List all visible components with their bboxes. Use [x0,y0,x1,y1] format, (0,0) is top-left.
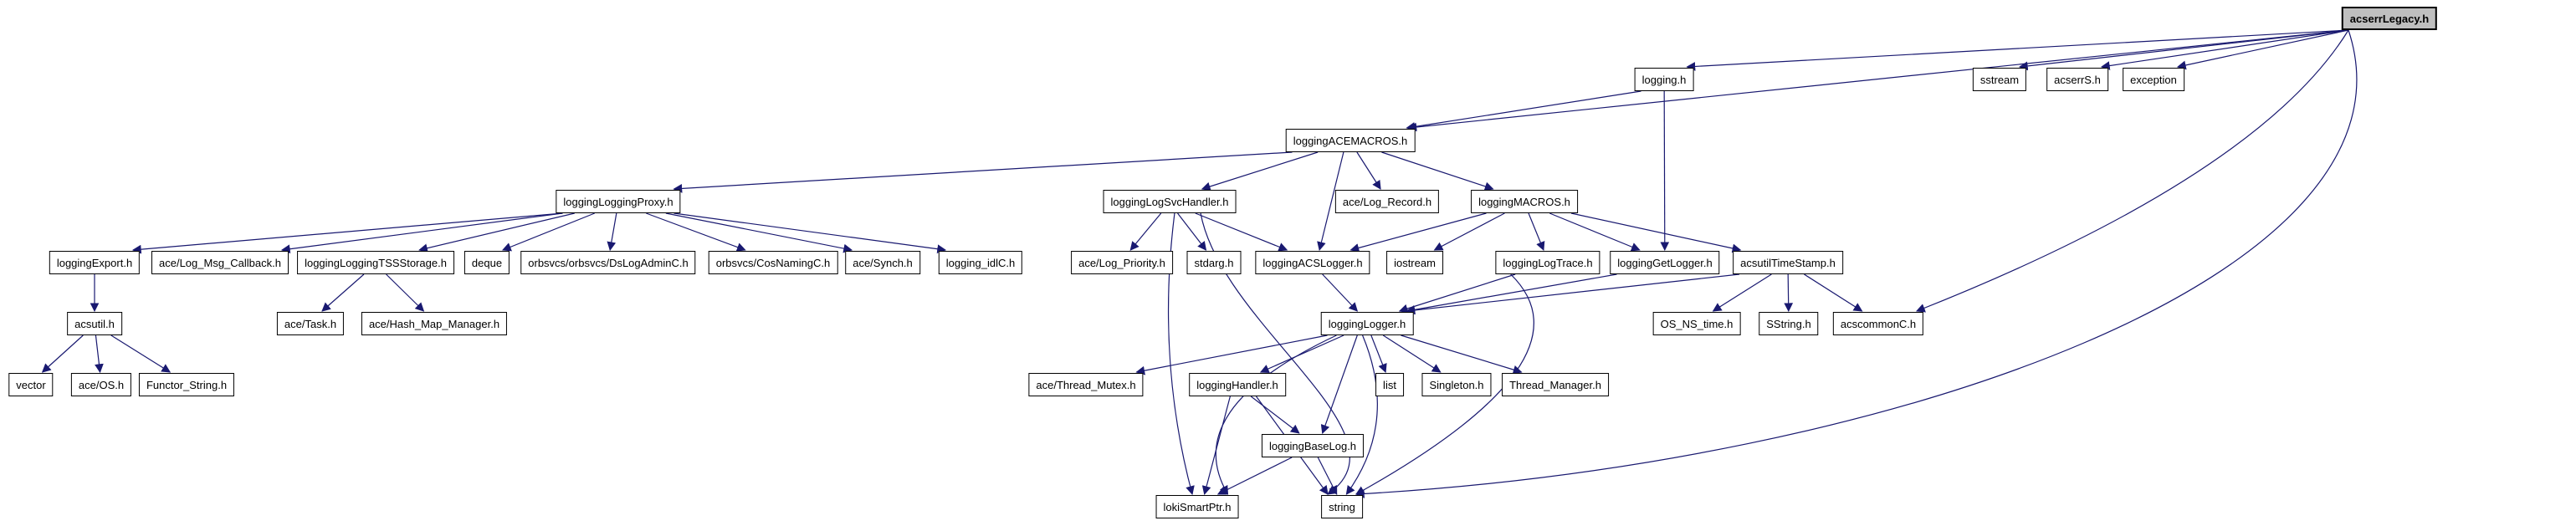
graph-node-loggingLogTrace[interactable]: loggingLogTrace.h [1495,251,1600,274]
graph-node-aceLogMsgCallback[interactable]: ace/Log_Msg_Callback.h [151,251,289,274]
graph-node-cosNamingC[interactable]: orbsvcs/CosNamingC.h [708,251,838,274]
graph-node-loggingMACROS[interactable]: loggingMACROS.h [1471,190,1578,213]
include-edge-loggingACEMACROS-loggingLogSvcHandler [1201,151,1319,191]
include-edge-loggingLoggingTSSStorage-aceHashMapManager [386,273,425,312]
graph-node-lokiSmartPtr[interactable]: lokiSmartPtr.h [1155,495,1239,518]
include-edge-loggingACEMACROS-loggingACSLogger [1317,151,1344,252]
include-edge-loggingLoggingProxy-deque [501,212,595,252]
include-edge-loggingLogger-list [1370,334,1387,374]
graph-node-singleton[interactable]: Singleton.h [1421,373,1492,396]
include-edge-logging-loggingACEMACROS [1406,90,1641,131]
include-edge-loggingHandler-lokiSmartPtr [1201,396,1231,496]
include-edge-acserrLegacy-loggingACEMACROS [1407,29,2349,132]
include-edge-acsutilTimeStamp-osNsTime [1712,273,1772,312]
graph-node-logging[interactable]: logging.h [1634,68,1694,91]
include-edge-loggingMACROS-acsutilTimeStamp [1570,212,1742,253]
include-edge-acsutil-vector [41,334,84,373]
graph-node-loggingACSLogger[interactable]: loggingACSLogger.h [1255,251,1370,274]
include-edge-loggingMACROS-loggingGetLogger [1549,212,1641,252]
include-edge-loggingBaseLog-lokiSmartPtr [1216,457,1293,495]
include-edge-acserrLegacy-acscommonC [1915,29,2349,313]
graph-node-aceSynch[interactable]: ace/Synch.h [845,251,920,274]
include-edge-loggingACEMACROS-loggingLoggingProxy [673,151,1293,193]
include-edge-loggingLogger-threadManager [1401,334,1523,375]
graph-node-threadManager[interactable]: Thread_Manager.h [1502,373,1609,396]
graph-node-aceThreadMutex[interactable]: ace/Thread_Mutex.h [1028,373,1144,396]
include-edge-loggingLoggingProxy-aceLogMsgCallback [280,212,563,254]
graph-node-exception[interactable]: exception [2123,68,2184,91]
include-edge-logging-loggingGetLogger [1660,90,1670,252]
include-edge-loggingLogSvcHandler-aceLogPriority [1129,212,1162,251]
include-edge-acsutil-aceOS [95,334,104,374]
include-edge-loggingLoggingProxy-cosNamingC [646,212,746,252]
graph-node-loggingLogSvcHandler[interactable]: loggingLogSvcHandler.h [1103,190,1237,213]
include-edge-loggingLogSvcHandler-loggingACSLogger [1195,212,1288,252]
include-edge-loggingLoggingProxy-loggingLoggingTSSStorage [418,212,575,253]
graph-node-acserrS[interactable]: acserrS.h [2046,68,2108,91]
graph-node-loggingLoggingProxy[interactable]: loggingLoggingProxy.h [556,190,681,213]
graph-node-list[interactable]: list [1375,373,1404,396]
include-edge-loggingLogTrace-loggingLogger [1398,273,1516,314]
include-edge-acserrLegacy-string [1355,29,2358,498]
include-edge-loggingLoggingProxy-dsLogAdminC [607,212,617,252]
include-edge-loggingLoggingTSSStorage-aceTask [321,273,365,312]
graph-node-functorString[interactable]: Functor_String.h [138,373,235,396]
include-edge-loggingACEMACROS-loggingMACROS [1381,151,1494,191]
include-edge-acserrLegacy-logging [1686,29,2349,71]
include-edge-loggingLogger-lokiSmartPtr [1215,334,1337,495]
include-edge-loggingLoggingProxy-aceSynch [665,212,853,253]
graph-node-loggingLoggingTSSStorage[interactable]: loggingLoggingTSSStorage.h [297,251,454,274]
graph-node-dsLogAdminC[interactable]: orbsvcs/orbsvcs/DsLogAdminC.h [520,251,696,274]
graph-node-aceLogPriority[interactable]: ace/Log_Priority.h [1071,251,1173,274]
include-edge-loggingGetLogger-loggingLogger [1406,273,1617,314]
graph-node-loggingLogger[interactable]: loggingLogger.h [1320,312,1414,335]
graph-node-sString[interactable]: SString.h [1759,312,1819,335]
include-edge-loggingLogSvcHandler-stdarg [1177,212,1207,251]
graph-node-acserrLegacy[interactable]: acserrLegacy.h [2341,7,2438,30]
include-edge-loggingLoggingProxy-loggingExport [131,212,563,254]
graph-node-sstream[interactable]: sstream [1972,68,2027,91]
graph-node-loggingIdlC[interactable]: logging_idlC.h [938,251,1023,274]
graph-node-vector[interactable]: vector [8,373,54,396]
graph-node-deque[interactable]: deque [463,251,510,274]
include-edge-loggingMACROS-iostream [1433,212,1505,251]
include-edge-loggingMACROS-loggingACSLogger [1349,212,1487,253]
graph-node-loggingGetLogger[interactable]: loggingGetLogger.h [1610,251,1720,274]
include-edge-acserrLegacy-acserrS [2100,29,2349,70]
graph-node-stdarg[interactable]: stdarg.h [1186,251,1242,274]
include-edge-loggingACEMACROS-aceLogRecord [1356,151,1381,190]
graph-node-aceOS[interactable]: ace/OS.h [70,373,132,396]
graph-node-acscommonC[interactable]: acscommonC.h [1832,312,1924,335]
include-edge-acsutilTimeStamp-acscommonC [1804,273,1863,312]
include-edge-acsutil-functorString [110,334,172,373]
include-edge-loggingLogger-string [1345,334,1378,495]
include-edge-loggingACSLogger-loggingLogger [1322,273,1359,312]
graph-node-loggingHandler[interactable]: loggingHandler.h [1189,373,1286,396]
graph-node-string[interactable]: string [1321,495,1363,518]
graph-node-loggingACEMACROS[interactable]: loggingACEMACROS.h [1285,129,1416,152]
include-edge-loggingBaseLog-string [1317,457,1338,495]
include-edge-loggingHandler-loggingBaseLog [1250,396,1300,434]
include-edge-loggingLogger-loggingBaseLog [1320,334,1358,435]
graph-node-aceLogRecord[interactable]: ace/Log_Record.h [1334,190,1440,213]
include-edge-acsutilTimeStamp-sString [1784,273,1794,313]
include-edge-loggingLogger-loggingHandler [1259,334,1344,373]
graph-node-acsutilTimeStamp[interactable]: acsutilTimeStamp.h [1733,251,1843,274]
graph-node-acsutil[interactable]: acsutil.h [67,312,122,335]
include-edge-loggingLoggingProxy-loggingIdlC [673,212,947,254]
graph-node-osNsTime[interactable]: OS_NS_time.h [1652,312,1741,335]
include-edge-loggingLogger-singleton [1382,334,1442,373]
include-edge-loggingLogger-aceThreadMutex [1135,334,1328,375]
graph-node-aceHashMapManager[interactable]: ace/Hash_Map_Manager.h [361,312,508,335]
graph-node-loggingBaseLog[interactable]: loggingBaseLog.h [1261,434,1365,457]
include-edge-acserrLegacy-exception [2176,29,2349,70]
graph-node-iostream[interactable]: iostream [1386,251,1443,274]
include-edge-loggingMACROS-loggingLogTrace [1528,212,1545,252]
graph-node-loggingExport[interactable]: loggingExport.h [49,251,141,274]
include-edge-acsutilTimeStamp-loggingLogger [1406,273,1740,315]
graph-node-aceTask[interactable]: ace/Task.h [276,312,345,335]
